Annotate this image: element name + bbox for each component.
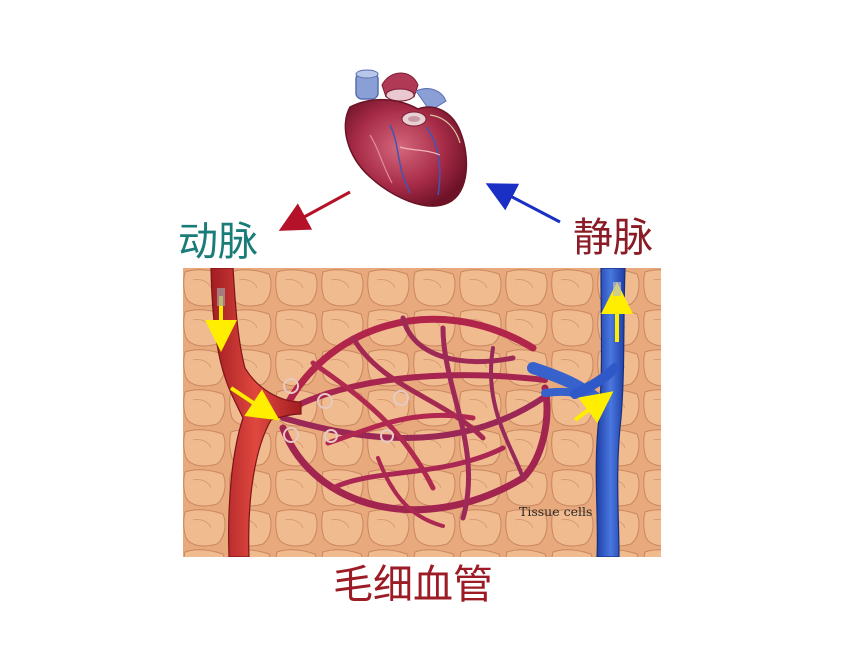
flow-arrow-into-vein [573, 391, 614, 424]
capillary-network-panel: Tissue cells [183, 268, 661, 557]
heart-illustration [344, 69, 468, 207]
tissue-cells-caption: Tissue cells [519, 504, 593, 519]
artery-label: 动脉 [178, 219, 258, 265]
vein-label: 静脉 [573, 215, 653, 261]
vein-to-heart-arrow [485, 183, 561, 224]
capillary-network-illustration [183, 268, 661, 557]
capillary-label: 毛细血管 [333, 562, 493, 608]
heart-to-artery-arrow [278, 190, 351, 231]
flow-arrow-into-capillaries [229, 386, 280, 421]
